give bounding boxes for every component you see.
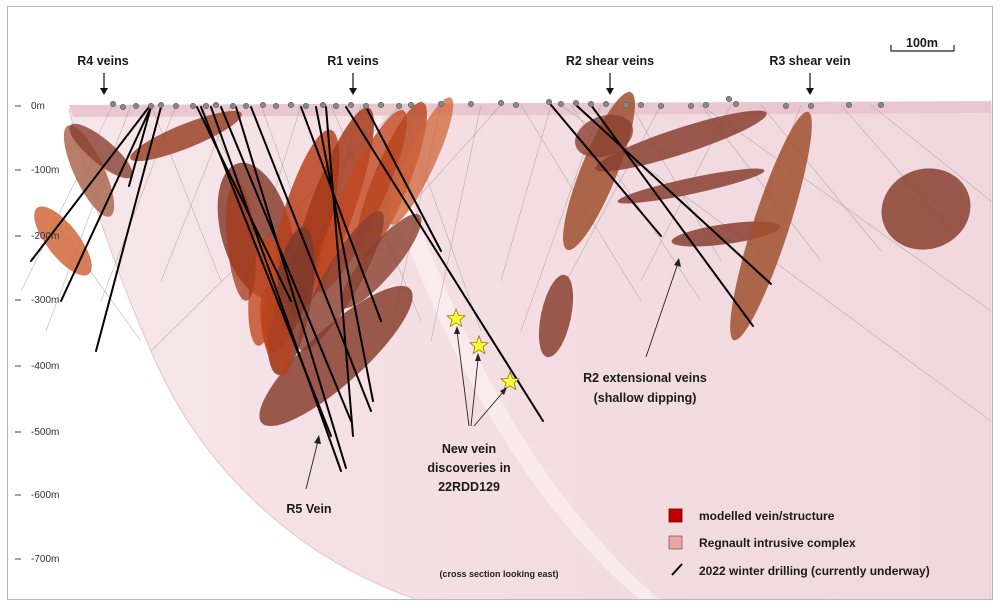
legend-swatch-intrusive bbox=[668, 535, 683, 550]
star-2 bbox=[468, 334, 490, 355]
label-r2-shear-veins: R2 shear veins bbox=[566, 54, 654, 68]
winter-drill-holes bbox=[30, 104, 772, 472]
depth-label-300: -300m bbox=[31, 295, 59, 306]
label-r2-extensional-2: (shallow dipping) bbox=[594, 391, 697, 405]
label-new-vein-1: New vein bbox=[442, 442, 496, 456]
label-new-vein-2: discoveries in bbox=[427, 461, 510, 475]
label-new-vein-3: 22RDD129 bbox=[438, 480, 500, 494]
label-r1-veins: R1 veins bbox=[327, 54, 378, 68]
new-vein-stars bbox=[445, 307, 521, 391]
callout-arrows bbox=[305, 258, 681, 490]
legend-label-intrusive: Regnault intrusive complex bbox=[699, 536, 856, 550]
depth-axis: 0m -100m -200m -300m -400m -500m -600m -… bbox=[15, 101, 59, 565]
label-cross-section: (cross section looking east) bbox=[439, 569, 558, 579]
depth-label-500: -500m bbox=[31, 427, 59, 438]
legend-label-vein: modelled vein/structure bbox=[699, 509, 835, 523]
legend: modelled vein/structure Regnault intrusi… bbox=[668, 508, 930, 578]
cross-section-diagram: 0m -100m -200m -300m -400m -500m -600m -… bbox=[15, 36, 992, 599]
depth-label-0: 0m bbox=[31, 101, 45, 112]
depth-label-200: -200m bbox=[31, 231, 59, 242]
label-r4-veins: R4 veins bbox=[77, 54, 128, 68]
scale-bar-label: 100m bbox=[906, 36, 938, 50]
label-r5-vein: R5 Vein bbox=[286, 502, 331, 516]
legend-label-drilling: 2022 winter drilling (currently underway… bbox=[699, 564, 930, 578]
vein-group-labels: R4 veins R1 veins R2 shear veins R3 shea… bbox=[77, 54, 851, 95]
label-r3-shear-vein: R3 shear vein bbox=[769, 54, 850, 68]
depth-label-400: -400m bbox=[31, 361, 59, 372]
legend-swatch-drilling bbox=[671, 563, 683, 576]
cross-section-figure: 0m -100m -200m -300m -400m -500m -600m -… bbox=[7, 6, 993, 600]
depth-label-600: -600m bbox=[31, 490, 59, 501]
scale-bar: 100m bbox=[890, 36, 955, 52]
drill-collars bbox=[109, 95, 885, 111]
star-1 bbox=[445, 307, 467, 328]
depth-label-100: -100m bbox=[31, 165, 59, 176]
star-3 bbox=[499, 370, 521, 391]
depth-label-700: -700m bbox=[31, 554, 59, 565]
label-r2-extensional-1: R2 extensional veins bbox=[583, 371, 707, 385]
legend-swatch-vein bbox=[668, 508, 683, 523]
